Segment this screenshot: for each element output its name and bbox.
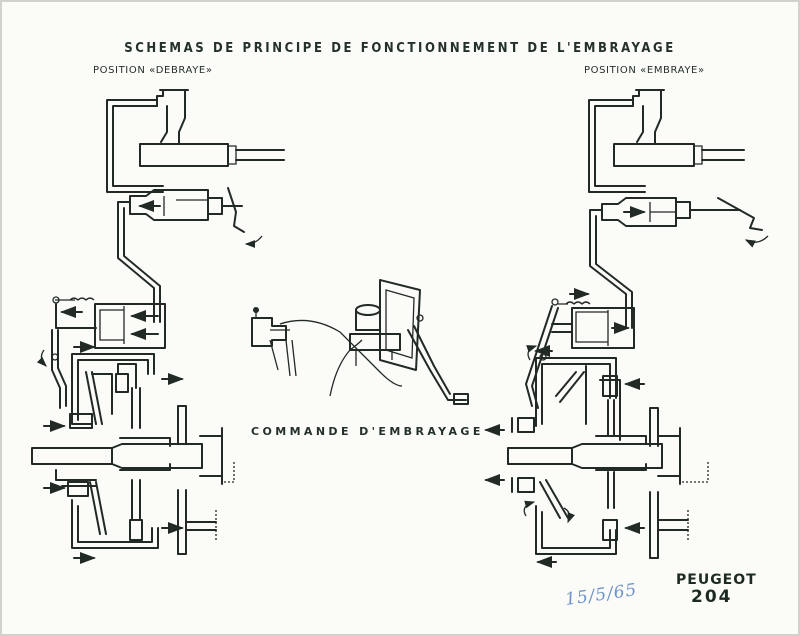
left-hydraulic-diagram — [31, 89, 285, 564]
brand-name: PEUGEOT — [676, 572, 757, 588]
clutch-control-illustration — [251, 279, 469, 405]
page-title: SCHEMAS DE PRINCIPE DE FONCTIONNEMENT DE… — [124, 41, 676, 56]
center-caption: COMMANDE D'EMBRAYAGE — [251, 425, 484, 438]
right-position-label: POSITION «EMBRAYE» — [584, 65, 705, 76]
right-hydraulic-diagram — [484, 89, 769, 568]
left-position-label: POSITION «DEBRAYE» — [93, 65, 213, 76]
model-number: 204 — [691, 587, 733, 607]
